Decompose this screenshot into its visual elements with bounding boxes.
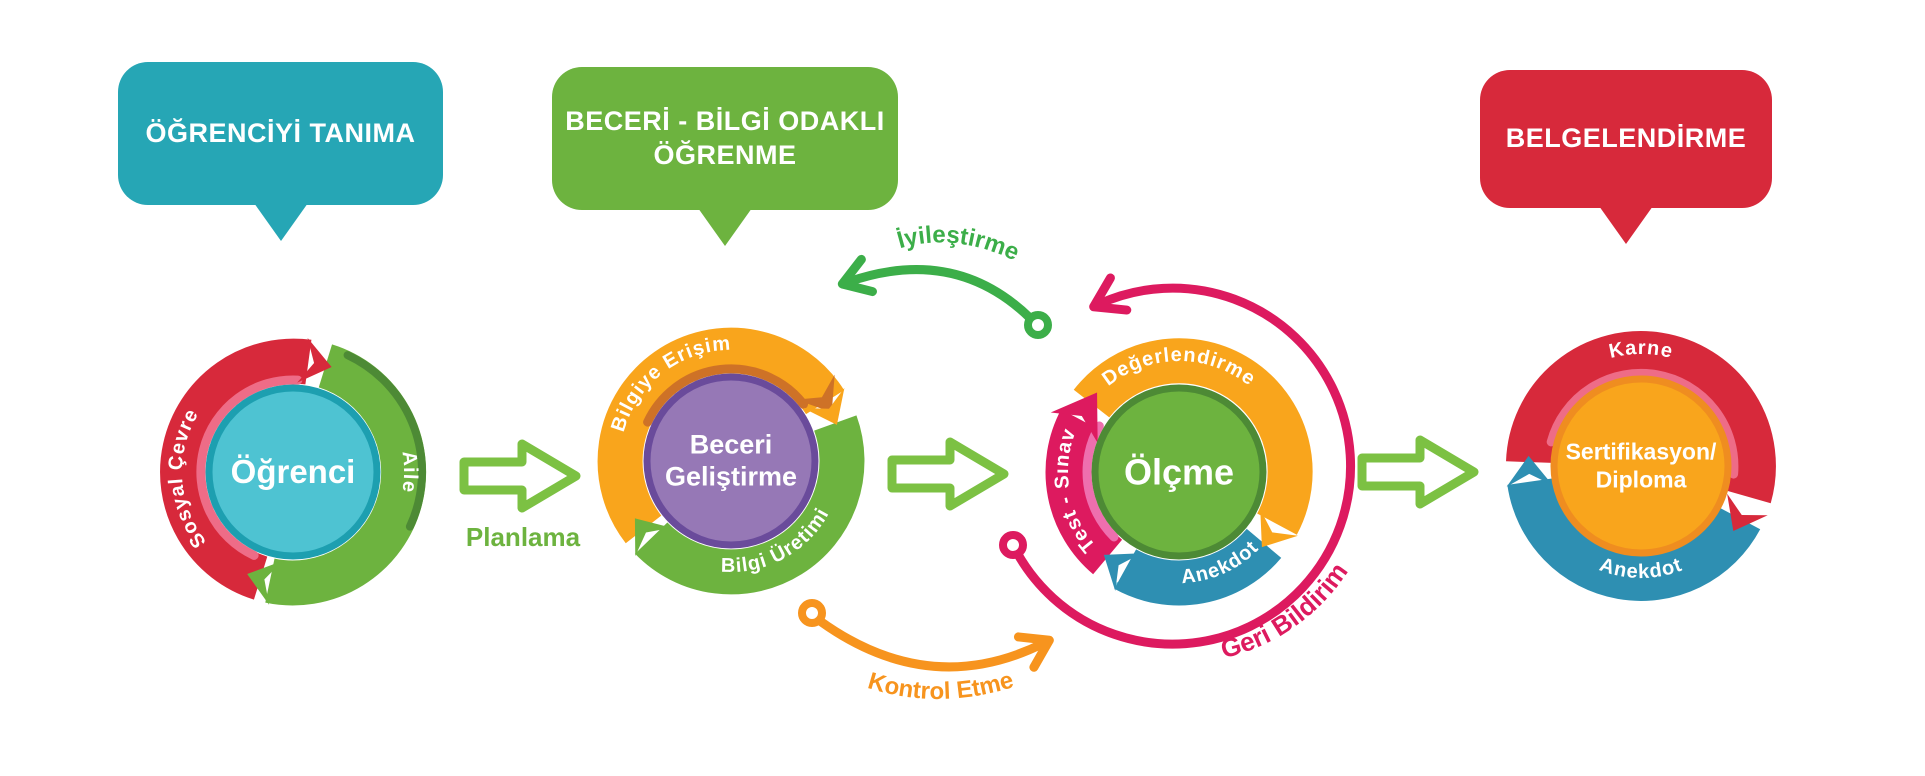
chevron-orange [1260,509,1298,548]
chevron-green [634,518,672,557]
callout-tail [698,208,752,246]
stage-circle-beceri-gelistirme: Bilgiye Erişim Bilgi Üretimi [597,327,865,595]
ring-accent-pink [196,375,303,560]
stage-center-label-beceri-gelistirme: Beceri Geliştirme [664,429,798,492]
ring-segment-test-sinav [1045,409,1123,575]
ring-segment-aile [265,344,427,606]
chevron-red [297,337,332,383]
chevron-green [247,560,283,605]
curved-arrow-kontrol-etme: Kontrol Etme [798,599,1054,705]
callout-beceri-bilgi-odakli-ogrenme: BECERİ - BİLGİ ODAKLI ÖĞRENME [552,67,898,246]
ring-segment-sosyal-cevre [160,338,312,600]
ring-label-karne: Karne [1607,337,1674,363]
ring-segment-bilgiye-erisim [597,327,845,544]
inner-circle-beceri-gelistirme [643,373,819,549]
curved-arrow-iyilestirme: İyileştirme [837,221,1052,339]
svg-text:İyileştirme: İyileştirme [894,221,1023,266]
callout-tail [1599,206,1653,244]
chevron-blue [1103,553,1142,591]
callout-tail [253,203,308,241]
inner-circle-olcme [1091,384,1267,560]
ring-accent-dark-orange [643,364,808,427]
ring-segment-bilgi-uretimi [635,415,865,595]
ring-segment-anekdot [1507,477,1761,601]
arrow-right-icon-2 [887,437,1009,511]
stage-center-label-olcme: Ölçme [1123,451,1235,493]
chevron-dark-orange [796,374,835,413]
ring-accent-dark-green [343,351,427,531]
svg-text:Kontrol Etme: Kontrol Etme [865,666,1016,705]
ring-label-aile: Aile [397,450,420,495]
flow-label-planlama: Planlama [465,522,581,552]
callout-label: BECERİ - BİLGİ ODAKLI ÖĞRENME [565,105,885,170]
curve-start-dot [1024,311,1052,339]
stage-center-label-sertifikasyon-diploma: Sertifikasyon/ Diploma [1565,438,1717,492]
arrow-right-icon-1 [459,439,581,513]
callout-label: BELGELENDİRME [1505,123,1747,154]
arrow-right-icon-3 [1357,435,1479,509]
ring-segment-karne [1506,331,1776,504]
callout-belgelendirme: BELGELENDİRME [1480,70,1772,244]
ring-segment-anekdot [1114,528,1282,606]
ring-accent-lightpink [1082,421,1119,542]
stage-circle-olcme: Değerlendirme Test - Sınav Anekdot [1045,338,1313,606]
chevron-orange [803,387,845,425]
flow-label-iyilestirme: İyileştirme [894,221,1023,266]
chevron-red [1727,493,1768,531]
curve-start-dot [999,531,1027,559]
curve-start-dot [798,599,826,627]
svg-text:Aile: Aile [397,450,421,495]
ring-accent-pink [1546,368,1739,479]
chevron-blue [1506,455,1553,487]
callout-label: ÖĞRENCİYİ TANIMA [145,117,416,148]
chevron-magenta [1050,392,1098,444]
stage-circle-sertifikasyon-diploma: Karne Anekdot [1506,331,1776,601]
ring-segment-degerlendirme [1073,338,1313,535]
stage-circle-ogrenci: Sosyal Çevre Aile [160,337,427,606]
inner-circle-sertifikasyon-diploma [1550,375,1732,557]
stage-center-label-ogrenci: Öğrenci [230,453,356,491]
svg-text:Karne: Karne [1607,337,1675,363]
flow-label-kontrol-etme: Kontrol Etme [865,666,1016,705]
inner-circle-ogrenci [205,384,381,560]
callout-ogrenciyi-tanima: ÖĞRENCİYİ TANIMA [118,62,443,241]
